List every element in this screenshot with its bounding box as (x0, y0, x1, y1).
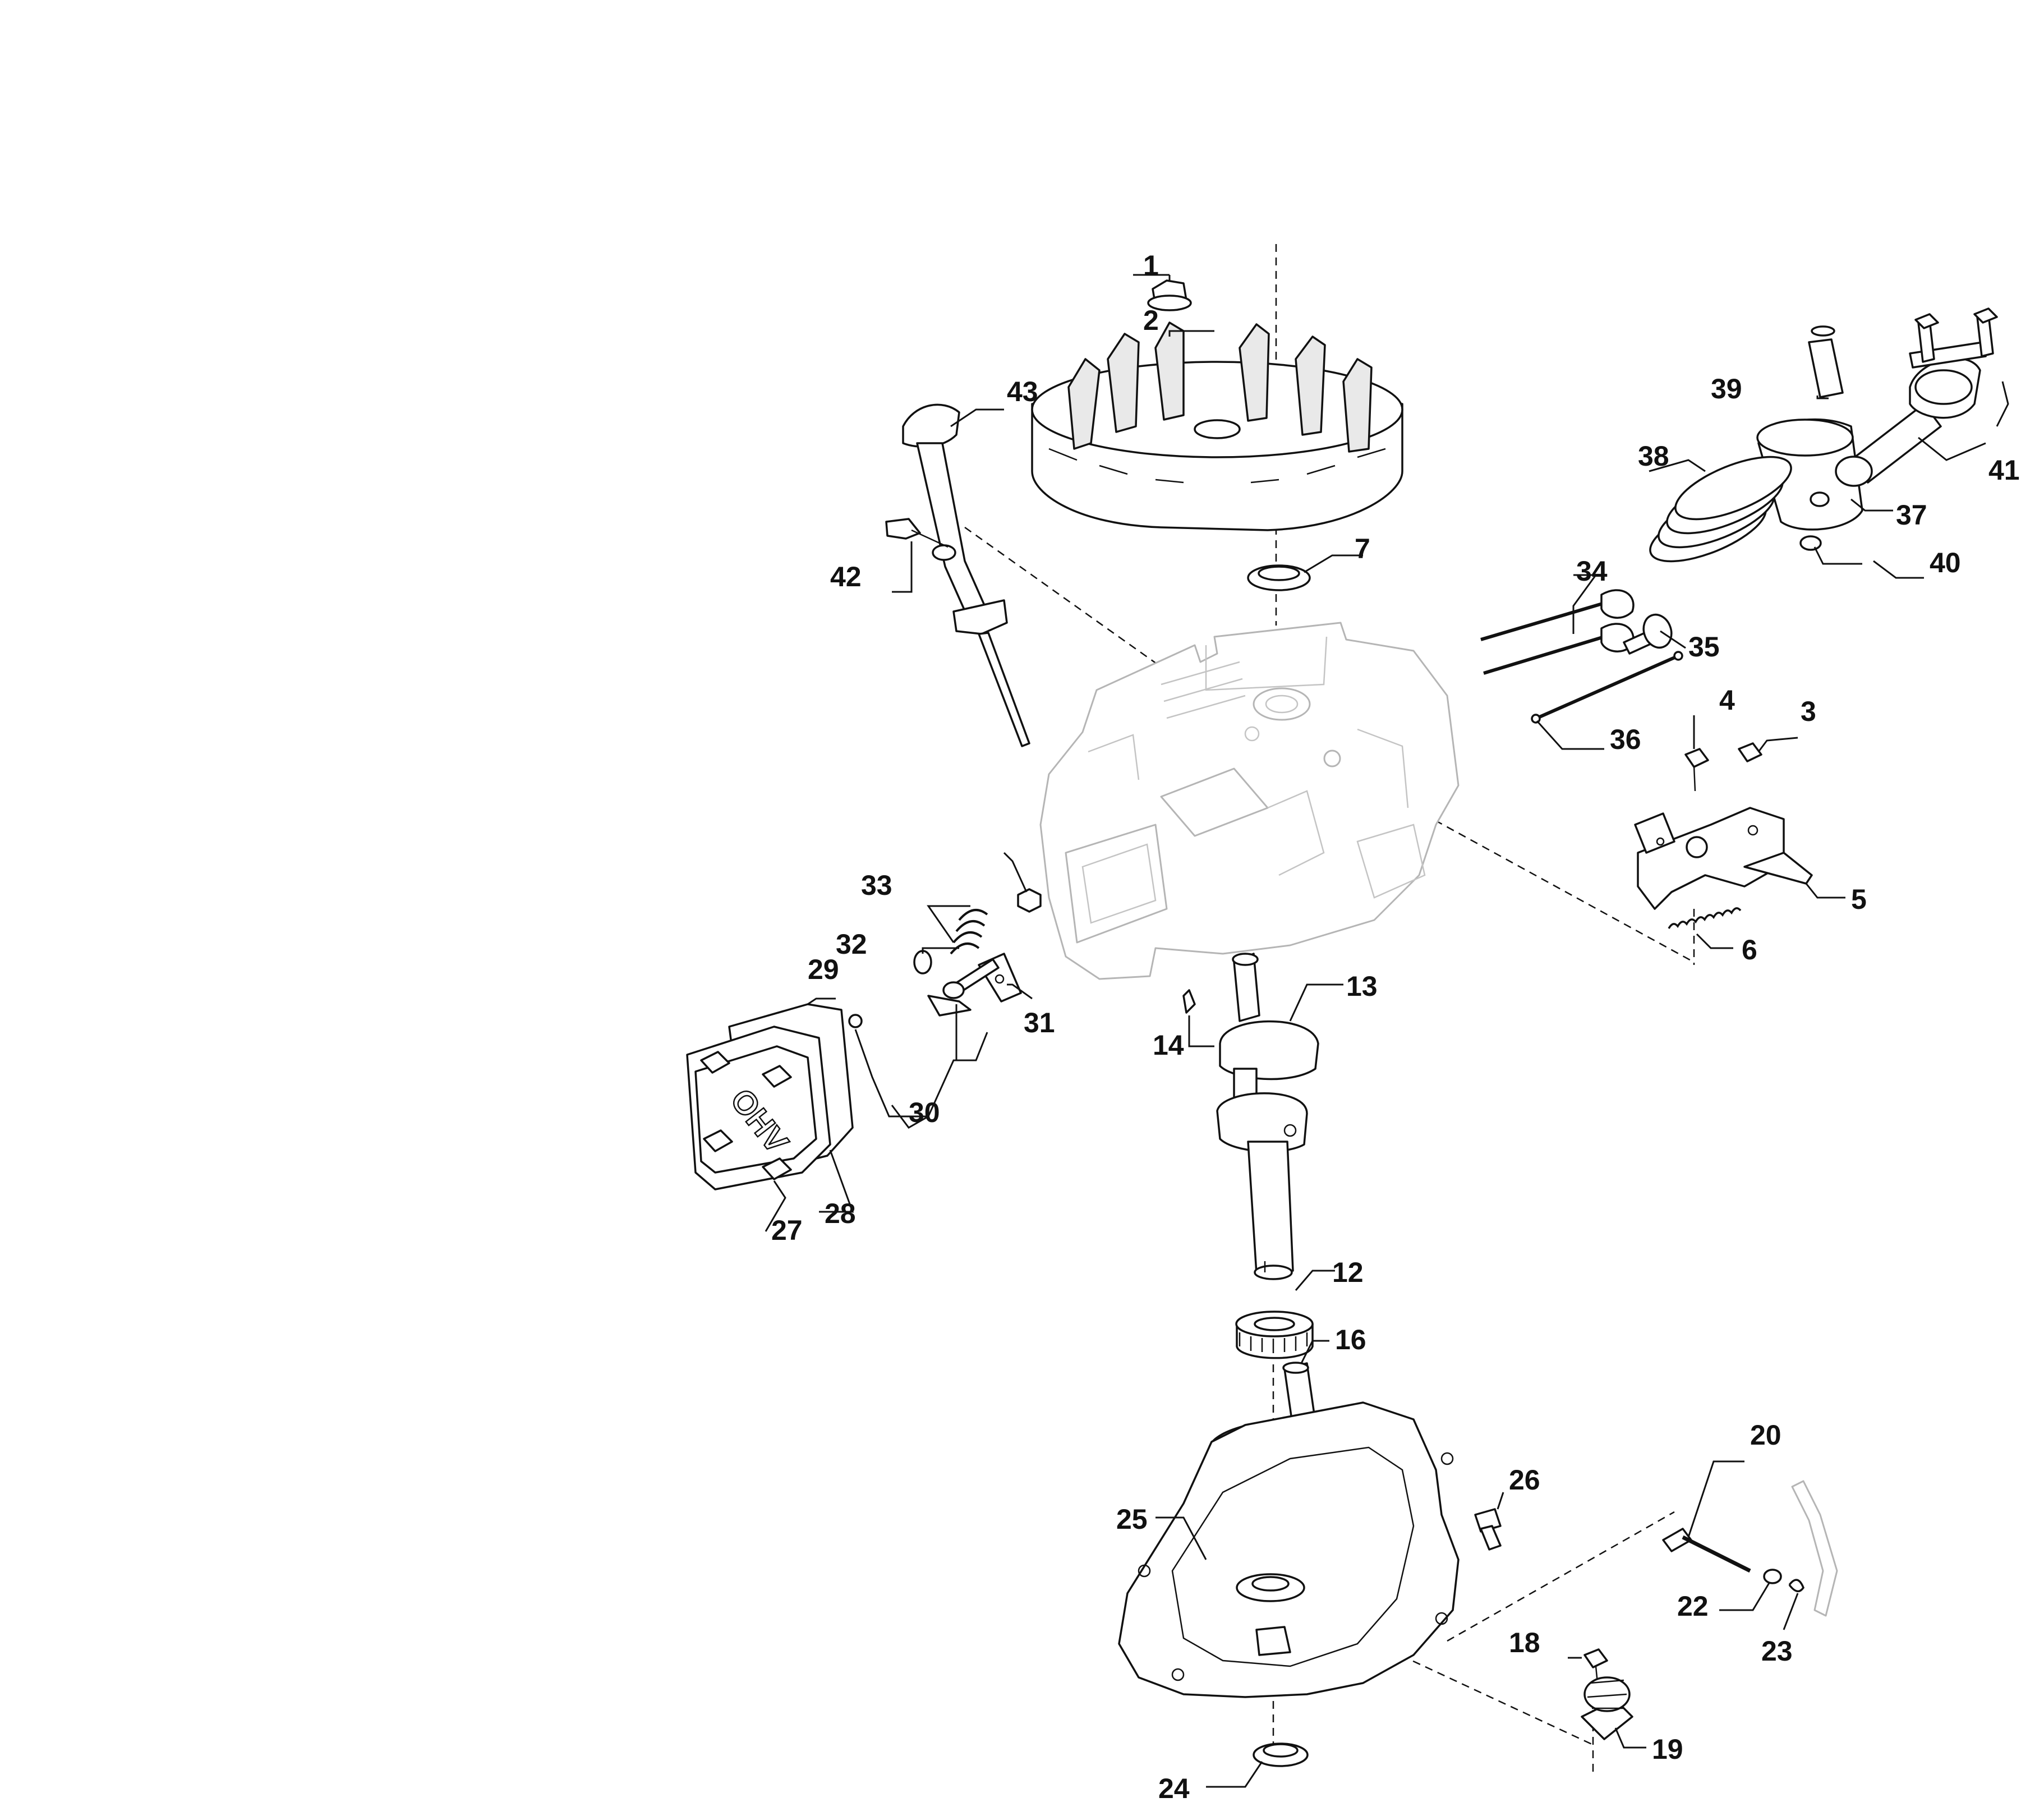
leader-lines (765, 274, 2009, 1788)
callout-label: 6 (1742, 934, 1757, 966)
crankshaft-gear (1235, 1311, 1314, 1359)
valve-cover: OHV (686, 1026, 831, 1190)
screw (1684, 748, 1709, 792)
piston-pin (1808, 325, 1844, 398)
callout-label: 2 (1143, 305, 1159, 336)
screw (1583, 1648, 1608, 1684)
callout-label: 39 (1711, 373, 1742, 404)
connecting-rod (1835, 307, 1998, 487)
drain-plug (1474, 1508, 1502, 1551)
piston-ring-set (1649, 456, 1792, 563)
washer (913, 950, 932, 974)
callout-label: 18 (1509, 1627, 1540, 1658)
callout-label: 30 (909, 1097, 940, 1128)
callout-label: 29 (808, 954, 839, 985)
callout-label: 37 (1896, 499, 1927, 531)
governor-spring (1668, 907, 1742, 929)
callout-label: 1 (1143, 250, 1159, 281)
governor-lever-ghost (1791, 1480, 1838, 1617)
callout-label: 24 (1158, 1773, 1190, 1804)
callout-label: 41 (1988, 454, 2020, 486)
flywheel (1031, 321, 1403, 531)
callout-label: 12 (1332, 1257, 1364, 1288)
callout-label: 22 (1677, 1590, 1709, 1622)
callout-label: 13 (1346, 971, 1378, 1002)
callout-label: 23 (1761, 1635, 1793, 1667)
dipstick-tube (902, 403, 1030, 747)
callout-label: 34 (1576, 555, 1608, 587)
screw (1738, 742, 1762, 762)
callout-label: 16 (1335, 1324, 1366, 1355)
nut (1017, 888, 1042, 913)
governor-assembly (1581, 1676, 1633, 1740)
callout-label: 20 (1750, 1419, 1781, 1451)
callout-label: 31 (1024, 1007, 1055, 1038)
clip (1788, 1579, 1804, 1593)
callout-label: 38 (1638, 440, 1669, 472)
rocker-plate (978, 953, 1022, 1003)
callout-label: 26 (1509, 1464, 1540, 1496)
callout-label: 33 (861, 870, 892, 901)
screw (700, 1051, 792, 1180)
callout-label: 27 (771, 1215, 803, 1246)
callout-label: 4 (1719, 684, 1735, 716)
washer (1763, 1569, 1782, 1584)
governor-bracket (1634, 807, 1813, 910)
callout-label: 32 (836, 928, 867, 960)
callout-label: 42 (830, 561, 862, 592)
callout-label: 19 (1652, 1734, 1683, 1765)
callout-label: 5 (1851, 884, 1867, 915)
engine-block-ghost (1039, 622, 1460, 980)
flywheel-key (1182, 989, 1196, 1014)
tappet (1623, 613, 1673, 655)
screw (885, 518, 949, 548)
callout-label: 43 (1007, 376, 1038, 407)
callout-labels: 1 2 3 4 5 6 7 12 13 14 16 18 19 20 22 23… (771, 250, 2020, 1804)
callout-label: 36 (1610, 724, 1641, 755)
flywheel-nut (1147, 279, 1192, 311)
oil-seal-upper (1247, 564, 1311, 591)
rocker-arm-kit (848, 958, 1000, 1028)
crankcase-cover (1118, 1401, 1460, 1698)
callout-label: 7 (1355, 533, 1370, 564)
crankshaft (1216, 953, 1319, 1280)
valve-spring (950, 909, 988, 955)
oil-seal-lower (1253, 1743, 1309, 1767)
pin-clip (1799, 535, 1822, 551)
callout-label: 35 (1688, 631, 1720, 663)
callout-label: 25 (1116, 1504, 1148, 1535)
callout-label: 14 (1153, 1029, 1184, 1061)
push-rod (1531, 651, 1683, 724)
callout-label: 28 (825, 1198, 856, 1229)
callout-label: 40 (1930, 547, 1961, 578)
callout-label: 3 (1801, 696, 1816, 727)
governor-shaft (1662, 1528, 1751, 1573)
valve (1480, 589, 1635, 675)
